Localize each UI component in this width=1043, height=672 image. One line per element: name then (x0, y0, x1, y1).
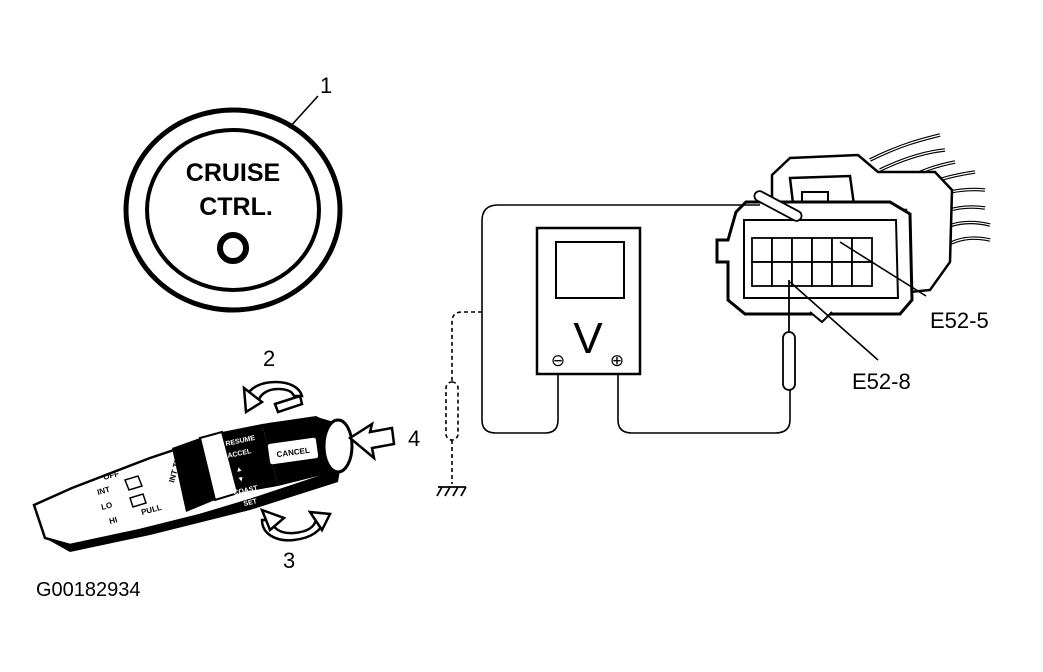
voltmeter: V ⊖ ⊕ (535, 226, 642, 376)
stalk-set-text: SET (243, 498, 258, 508)
push-arrow-icon (347, 421, 396, 462)
positive-lead-wire (617, 372, 791, 434)
washer-symbol-icon (129, 493, 147, 508)
voltmeter-symbol: V (573, 314, 603, 363)
stalk-int-text: INT (96, 485, 111, 497)
stalk-up-arrow-icon: ▲ (235, 466, 243, 474)
button-label-line2: CTRL. (199, 193, 273, 221)
voltmeter-display (555, 241, 625, 299)
stalk-hi-text: HI (108, 515, 118, 526)
stalk-down-arrow-icon: ▼ (237, 476, 245, 484)
cancel-label-plate (266, 436, 320, 466)
stalk-off-text: OFF (102, 469, 120, 482)
ground-symbol-icon (436, 486, 467, 497)
pin-label-e52-5: E52-5 (930, 308, 989, 333)
button-indicator-lamp-icon (217, 232, 249, 264)
negative-terminal-icon: ⊖ (551, 351, 565, 371)
callout-2: 2 (263, 346, 275, 371)
negative-lead-wire (481, 221, 559, 434)
positive-terminal-icon: ⊕ (610, 351, 624, 371)
ground-probe (445, 381, 459, 441)
leader-line-e52-5 (839, 241, 927, 297)
rotate-down-arrow-icon (259, 507, 332, 542)
pin-label-e52-8: E52-8 (852, 369, 911, 394)
multifunction-switch-stalk: CANCEL OFF INT LO HI PULL INT TIME RESUM… (32, 416, 354, 552)
callout-4: 4 (408, 426, 420, 451)
cruise-control-button: CRUISE CTRL. (123, 107, 343, 313)
rotate-up-arrow-icon (242, 380, 304, 415)
cruise-ring (222, 424, 278, 493)
cancel-button-face (322, 418, 354, 474)
top-wire (481, 204, 740, 222)
wiper-symbol-icon (124, 475, 143, 491)
stalk-lo-text: LO (100, 500, 113, 512)
ground-lead-wire (451, 311, 482, 382)
test-probe-e52-8 (782, 280, 796, 391)
callout-3: 3 (283, 548, 295, 573)
terminal-grid (751, 237, 873, 287)
test-probe-body (782, 331, 796, 391)
leader-line-1 (288, 95, 319, 129)
test-wiring (451, 204, 791, 484)
connector-e52 (715, 133, 991, 324)
backprobe-pin-e52-5 (740, 190, 803, 222)
figure-id: G00182934 (36, 579, 141, 601)
callout-1: 1 (320, 73, 332, 98)
button-label-line1: CRUISE (186, 159, 280, 187)
leader-line-e52-8 (789, 281, 879, 361)
